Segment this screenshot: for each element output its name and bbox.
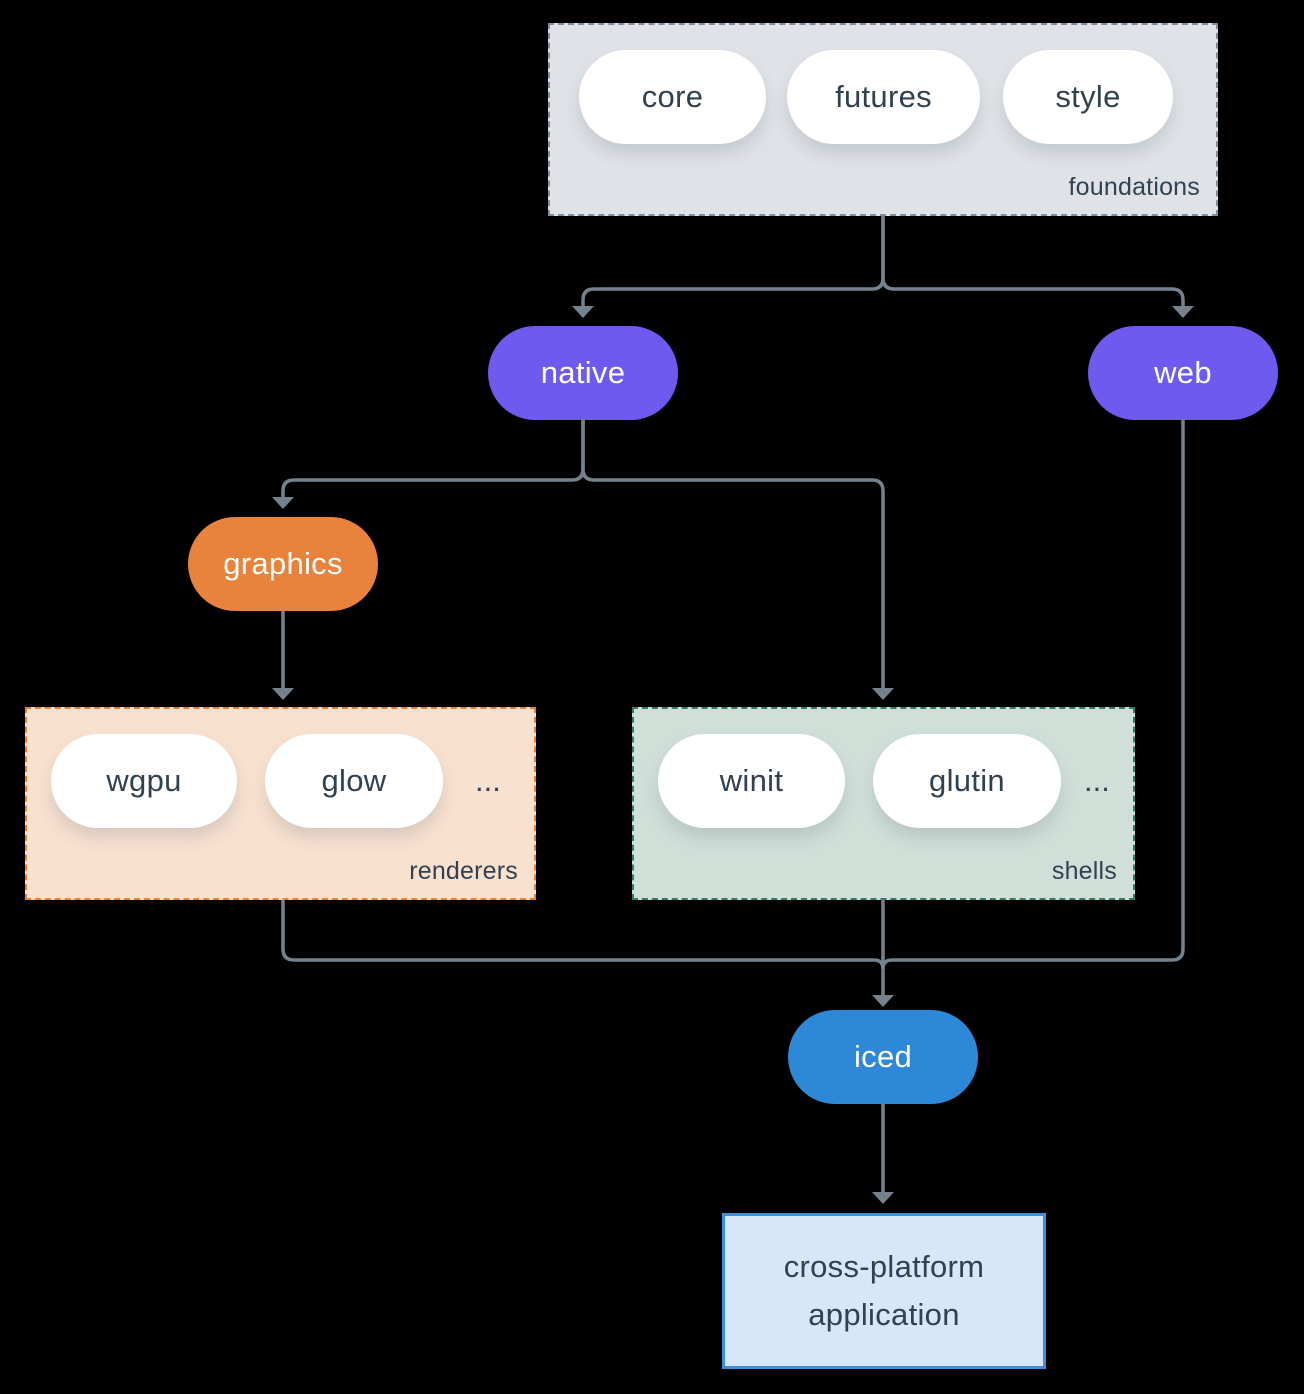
shells-group-label: shells xyxy=(1051,857,1117,885)
node-web: web xyxy=(1088,326,1278,420)
foundations-group-box: core futures style foundations xyxy=(548,23,1218,216)
arrowhead-native xyxy=(572,306,594,318)
node-winit: winit xyxy=(658,734,845,828)
node-core-label: core xyxy=(641,79,704,114)
renderers-group-box: wgpu glow ... renderers xyxy=(25,707,536,900)
node-glutin: glutin xyxy=(873,734,1061,828)
renderers-ellipsis: ... xyxy=(475,763,501,798)
node-graphics: graphics xyxy=(188,517,378,611)
connector-native-to-shells xyxy=(581,420,885,689)
node-style-label: style xyxy=(1055,79,1121,114)
connector-foundations-to-native xyxy=(581,216,885,307)
connector-native-to-graphics xyxy=(281,420,585,498)
node-glow: glow xyxy=(265,734,443,828)
application-label-line2: application xyxy=(808,1297,960,1332)
foundations-group-label: foundations xyxy=(1068,173,1200,201)
arrowhead-renderers xyxy=(272,688,294,700)
node-futures: futures xyxy=(787,50,980,144)
connector-foundations-to-web xyxy=(881,216,1185,307)
node-cross-platform-application: cross-platform application xyxy=(722,1213,1046,1369)
node-wgpu: wgpu xyxy=(51,734,237,828)
node-wgpu-label: wgpu xyxy=(106,763,182,798)
connector-renderers-to-iced xyxy=(281,900,885,970)
node-core: core xyxy=(579,50,766,144)
node-iced: iced xyxy=(788,1010,978,1104)
arrowhead-web xyxy=(1172,306,1194,318)
node-style: style xyxy=(1003,50,1173,144)
renderers-group-label: renderers xyxy=(409,857,518,885)
node-winit-label: winit xyxy=(719,763,784,798)
application-label-line1: cross-platform xyxy=(783,1249,985,1284)
shells-group-box: winit glutin ... shells xyxy=(632,707,1135,900)
shells-ellipsis: ... xyxy=(1084,763,1110,798)
node-native: native xyxy=(488,326,678,420)
arrowhead-shells xyxy=(872,688,894,700)
node-futures-label: futures xyxy=(835,79,932,114)
node-glutin-label: glutin xyxy=(929,763,1005,798)
arrowhead-iced xyxy=(872,995,894,1007)
arrowhead-application xyxy=(872,1192,894,1204)
arrowhead-graphics xyxy=(272,497,294,509)
node-glow-label: glow xyxy=(321,763,387,798)
